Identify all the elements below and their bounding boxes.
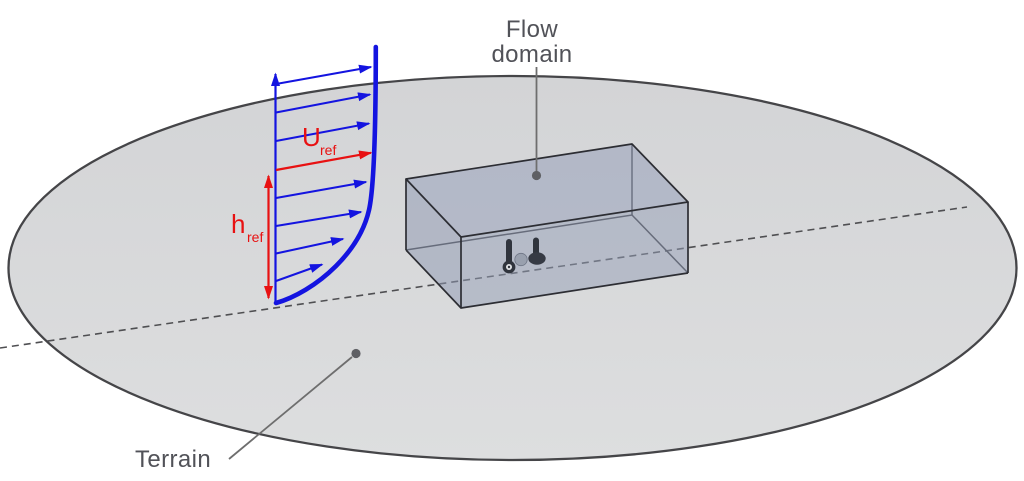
velocity-arrow-5 xyxy=(275,179,368,199)
flow-domain-label-line2: domain xyxy=(491,41,572,68)
left-pin-ring-center xyxy=(507,265,511,269)
terrain-leader-line xyxy=(228,356,353,460)
left-pin-rod xyxy=(506,239,512,264)
velocity-arrow-2 xyxy=(275,92,372,114)
right-pin-base xyxy=(528,252,546,265)
terrain-centerline-dashed xyxy=(0,206,968,349)
velocity-arrow-3 xyxy=(275,121,371,142)
flow-domain-label-line1: Flow xyxy=(506,16,559,43)
flow-domain-leader-dot xyxy=(531,170,542,181)
box-bottom-front-edges xyxy=(405,249,689,309)
wind-profile xyxy=(264,44,379,306)
u-ref-symbol: U xyxy=(302,122,321,152)
velocity-arrow-1 xyxy=(275,64,373,85)
velocity-arrow-8 xyxy=(275,263,324,282)
dimension-labels: U ref h ref xyxy=(231,122,336,245)
instrument-objects xyxy=(502,237,546,274)
sphere-object xyxy=(514,252,528,267)
u-ref-subscript: ref xyxy=(320,142,336,158)
terrain-callout: Terrain xyxy=(135,348,361,473)
velocity-arrow-6 xyxy=(275,209,363,227)
terrain-leader-dot xyxy=(351,348,361,359)
h-ref-subscript: ref xyxy=(247,229,263,245)
velocity-arrow-7 xyxy=(275,237,345,255)
box-top-face xyxy=(406,144,688,237)
h-ref-symbol: h xyxy=(231,209,245,239)
flow-domain-callout: Flow domain xyxy=(491,16,572,181)
terrain-label: Terrain xyxy=(135,446,211,473)
wind-profile-curve xyxy=(273,44,379,306)
box-left-face xyxy=(406,179,461,308)
u-ref-arrow xyxy=(275,150,373,172)
flow-domain-box xyxy=(405,143,689,309)
